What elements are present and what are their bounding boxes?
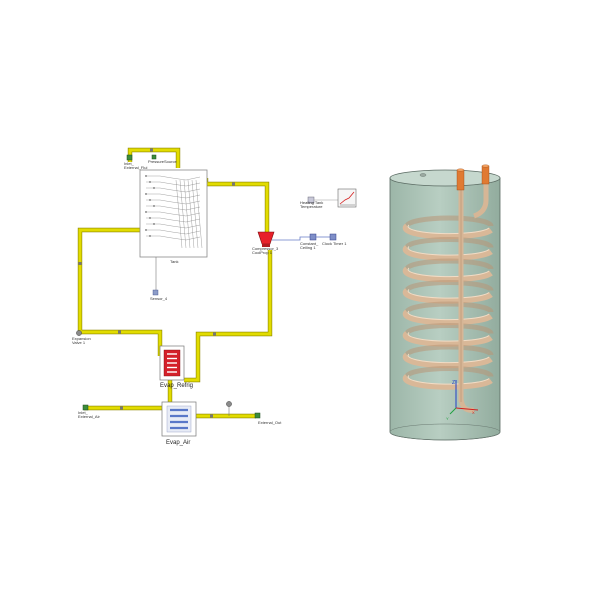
tank-top-cap — [389, 169, 501, 187]
tank-block[interactable]: Tank — [139, 169, 208, 296]
axis-x-label: X — [472, 410, 475, 415]
axis-y-label: Y — [446, 416, 449, 421]
tank-label: Tank — [170, 259, 178, 264]
pressure-source-label: PressureSource — [148, 159, 177, 164]
air-sensor-icon[interactable] — [226, 401, 232, 407]
coil-turn — [402, 309, 493, 326]
compressor-icon — [257, 231, 275, 245]
pipe-tank-to-compressor — [204, 178, 269, 236]
tank-sensor-icon[interactable] — [152, 289, 159, 296]
constant-ceiling-icon[interactable] — [309, 233, 317, 241]
inlet-air-label: Inlet_External_Air — [78, 410, 100, 419]
tank-internal-network — [145, 175, 203, 249]
outlet-tube[interactable] — [481, 165, 490, 185]
coil-turn — [402, 245, 493, 261]
axis-z-label: Z — [452, 380, 455, 386]
clock-timer-label: Clock Timer 1 — [322, 241, 347, 246]
axis-triad: Z X Y — [446, 380, 479, 421]
coil-turn — [402, 352, 493, 369]
component-labels: Inlet_External_Flui PressureSource Senso… — [72, 159, 347, 425]
evap-air-block[interactable]: Evap_Air — [161, 401, 197, 446]
pressure-source-connector[interactable] — [151, 154, 157, 160]
evap-refrig-block[interactable]: Evap_Refrig — [159, 345, 193, 389]
coil-turn — [402, 288, 493, 304]
compressor-block[interactable] — [257, 231, 275, 247]
control-chain — [272, 188, 357, 241]
inlet-top-connector[interactable] — [126, 154, 133, 161]
expansion-valve-icon[interactable] — [76, 330, 82, 336]
outlet-air-label: External_Out — [258, 420, 282, 425]
constant-ceiling-label: Constant_Ceiling 1 — [300, 241, 319, 250]
pipe-compressor-to-evap — [184, 250, 272, 382]
pipe-markers — [78, 148, 235, 418]
coil-turn — [402, 331, 493, 347]
clock-timer-icon[interactable] — [329, 233, 337, 241]
tank-3d-view: Z X Y — [389, 164, 501, 441]
outlet-air-connector[interactable] — [254, 412, 261, 419]
inlet-tube[interactable] — [456, 169, 465, 191]
evap-air-label: Evap_Air — [166, 440, 190, 446]
plot-monitor-icon[interactable] — [337, 188, 357, 208]
inlet-air-connector[interactable] — [82, 404, 89, 411]
coil-turn — [402, 266, 493, 283]
hydraulic-schematic: Tank — [72, 147, 357, 446]
coil-turn — [402, 374, 493, 390]
inlet-top-label: Inlet_External_Flui — [124, 161, 147, 170]
helical-coil — [402, 215, 494, 413]
tank-sensor-label: Sensor_4 — [150, 296, 168, 301]
coil-turn — [402, 223, 493, 240]
evap-refrig-label: Evap_Refrig — [160, 383, 193, 389]
